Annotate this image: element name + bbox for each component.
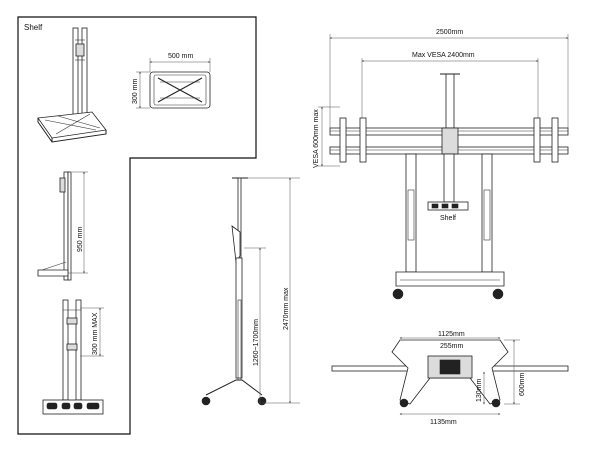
panel-title: Shelf	[24, 23, 43, 32]
vesa-height-label: VESA 600mm max	[313, 109, 320, 168]
cart-front-view	[318, 34, 569, 300]
cart-side-view	[201, 177, 300, 406]
height-range-label: 1260~1700mm	[253, 319, 260, 366]
depth-label: 600mm	[519, 372, 526, 396]
base-width-label: 1135mm	[430, 419, 457, 426]
bracket-range-label: 300 mm MAX	[92, 312, 99, 355]
shelf-isometric-drawing	[37, 27, 107, 143]
shelf-width-label: 500 mm	[168, 53, 193, 60]
shelf-label: Shelf	[440, 215, 456, 222]
shelf-depth-label: 300 mm	[132, 79, 139, 104]
cart-base-top-view	[331, 337, 569, 415]
shelf-detail-panel	[17, 16, 257, 435]
overall-width-label: 2500mm	[436, 29, 463, 36]
wheel-offset-label: 130mm	[476, 378, 483, 402]
shelf-height-label: 950 mm	[77, 227, 84, 252]
top-width-label: 1125mm	[438, 331, 465, 338]
max-vesa-label: Max VESA 2400mm	[412, 52, 475, 59]
clamp-width-label: 255mm	[440, 343, 464, 350]
column-front-view	[42, 299, 104, 415]
shelf-top-view	[136, 58, 211, 109]
shelf-side-view	[37, 171, 88, 281]
total-height-label: 2470mm max	[283, 287, 290, 330]
